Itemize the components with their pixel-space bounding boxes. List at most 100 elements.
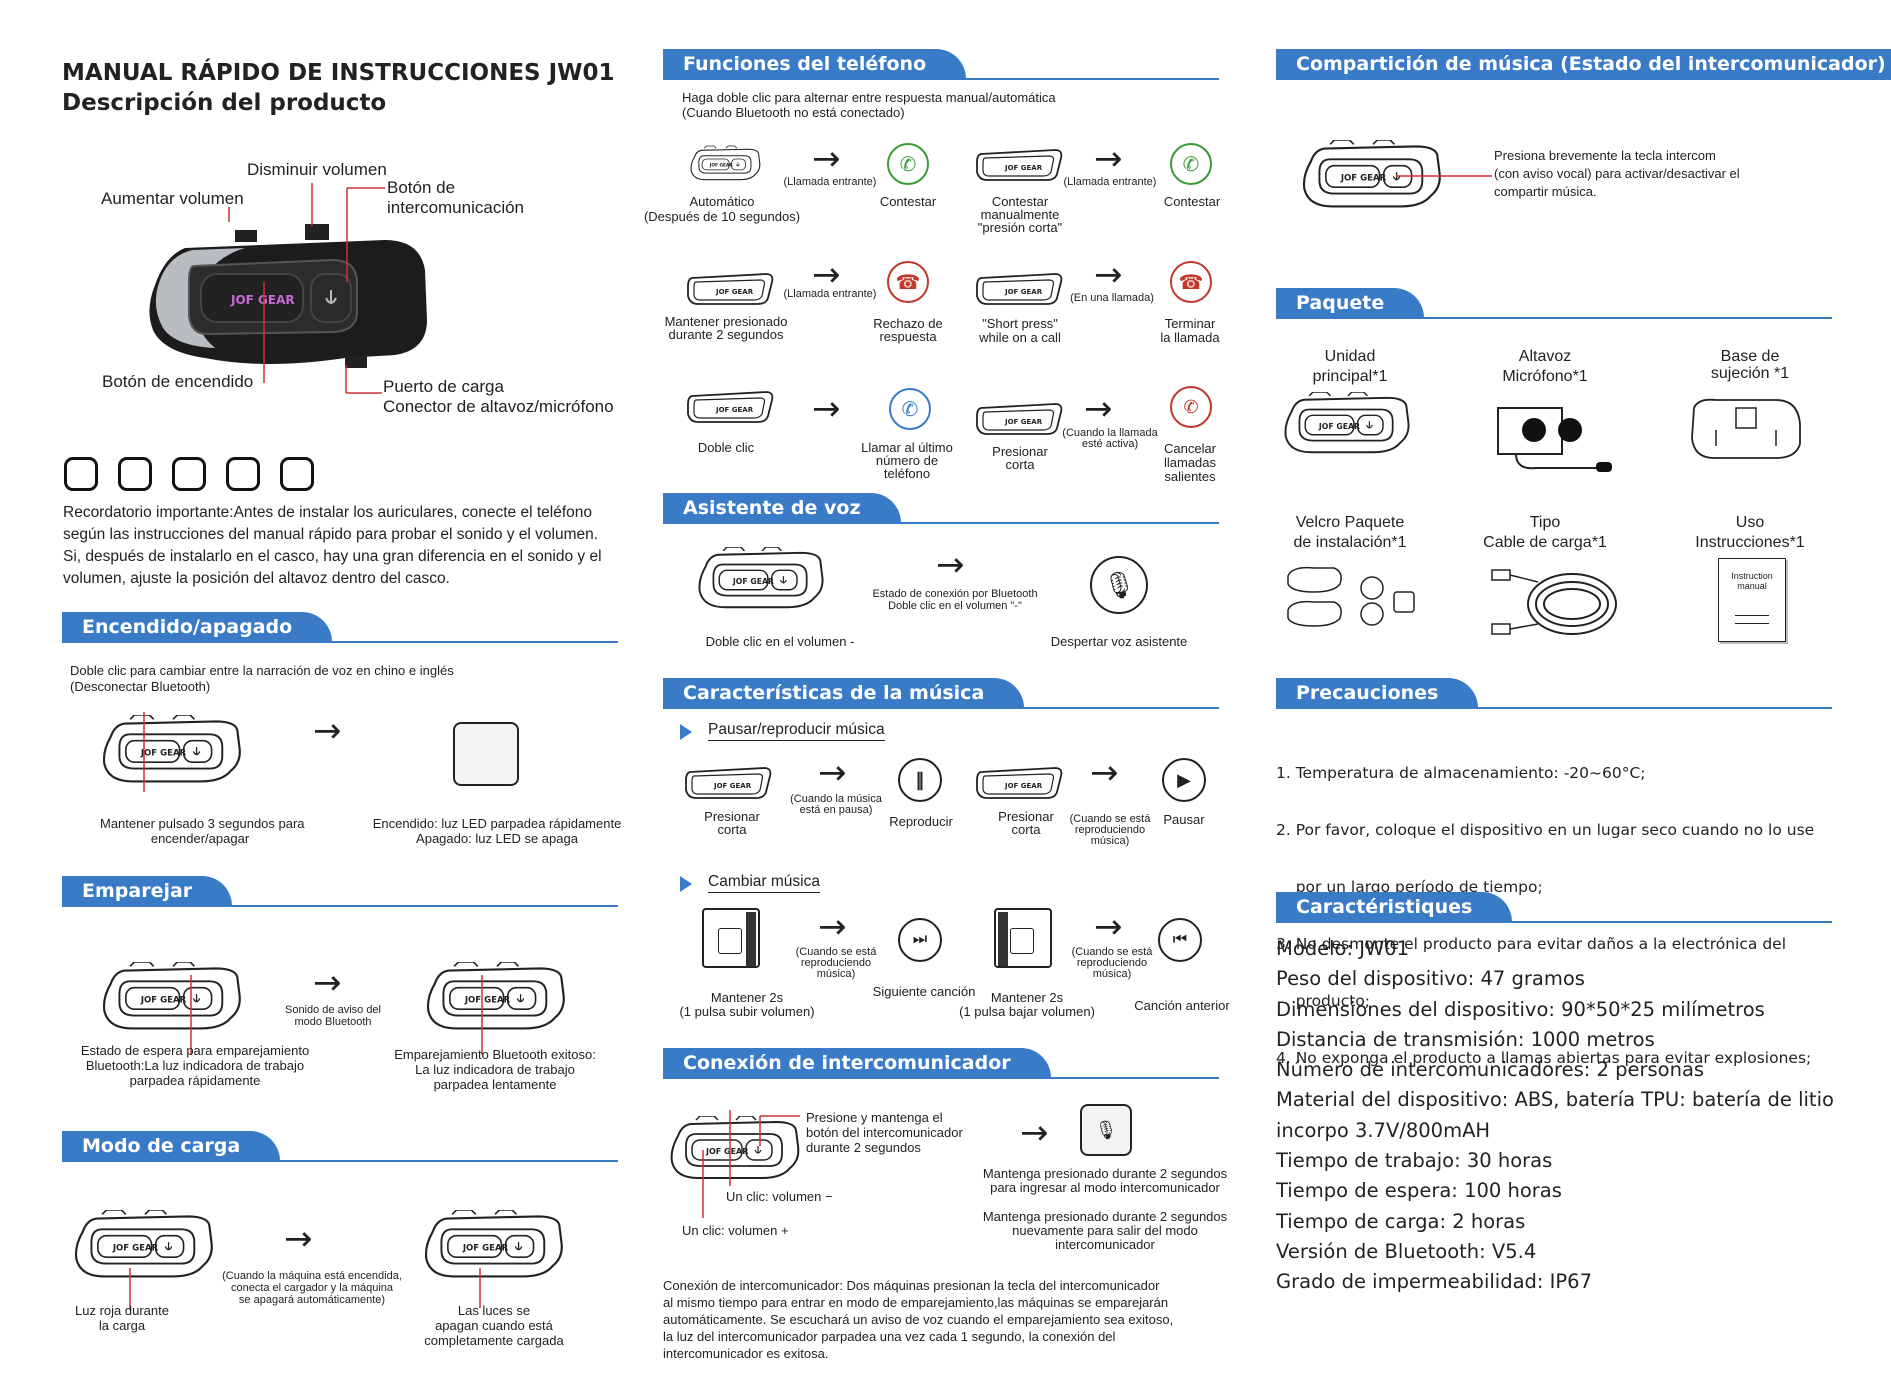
device-icon: [98, 962, 248, 1037]
intercom-section-header: Conexión de intercomunicador: [663, 1048, 1219, 1079]
reminder-line: según las instrucciones del manual rápid…: [63, 526, 599, 543]
spec-item: Número de intercomunicadores: 2 personas: [1276, 1058, 1705, 1082]
arrow-icon: →: [1090, 753, 1119, 793]
reminder-line: volumen, ajuste la posición del altavoz …: [63, 570, 450, 587]
charge-section-header: Modo de carga: [62, 1131, 618, 1162]
charge-cap-2c: completamente cargada: [424, 1333, 564, 1348]
spec-item: Dimensiones del dispositivo: 90*50*25 mi…: [1276, 997, 1765, 1021]
arrow-icon: →: [818, 753, 847, 793]
device-flat-icon: [975, 272, 1065, 306]
reject-call-icon: ☎: [887, 261, 929, 303]
cancel-label-1: Cancelar: [1163, 441, 1217, 456]
charge-mid-3: se apagará automáticamente): [238, 1294, 386, 1306]
intercom-label-1: Botón de: [387, 178, 456, 197]
device-flat-icon: [686, 272, 776, 306]
play-label: Reproducir: [889, 814, 953, 829]
reminder-line: Si, después de instalarlo en el casco, h…: [63, 548, 602, 565]
short-label-2: while on a call: [979, 330, 1061, 345]
device-icon: [70, 1210, 220, 1285]
vol-up-label: Aumentar volumen: [101, 189, 244, 208]
power-cap-1b: encender/apagar: [150, 831, 250, 846]
hold-down-label-2: (1 pulsa bajar volumen): [959, 1004, 1095, 1019]
answer-call-icon: ✆: [1170, 143, 1212, 185]
pair-cap-1a: Estado de espera para emparejamiento: [80, 1043, 310, 1058]
device-icon: [420, 1210, 570, 1285]
voice-mid-2: Doble clic en el volumen "-": [888, 600, 1022, 612]
hold-down-label-1: Mantener 2s: [990, 990, 1064, 1005]
intercom-desc-line: intercomunicador es exitosa.: [663, 1346, 829, 1361]
pair-cap-1b: Bluetooth:La luz indicadora de trabajo: [85, 1058, 305, 1073]
spec-item: Tiempo de trabajo: 30 horas: [1276, 1149, 1553, 1173]
share-line-3: compartir música.: [1494, 184, 1597, 199]
velcro-pack-icon: [1287, 566, 1415, 627]
arrow-icon: →: [1094, 255, 1123, 295]
playing-label-1: (Cuando se está: [1071, 946, 1153, 958]
intercom-exit-3: intercomunicador: [1055, 1237, 1155, 1252]
charge-mid-2: conecta el cargador y la máquina: [230, 1282, 394, 1294]
phone-note-2: (Cuando Bluetooth no está conectado): [682, 105, 905, 120]
precaution-item: por un largo período de tiempo;: [1276, 878, 1543, 896]
hold-label-1: Mantener presionado: [664, 314, 788, 329]
playing-label-1: (Cuando se está: [1069, 813, 1151, 825]
intercom-desc-line: al mismo tiempo para entrar en modo de e…: [663, 1295, 1169, 1310]
speaker-label-2: Micrófono*1: [1502, 368, 1588, 385]
precaution-item: 2. Por favor, coloque el dispositivo en …: [1276, 821, 1815, 839]
bullet-triangle-icon: [680, 876, 692, 892]
intercom-press-3: durante 2 segundos: [806, 1140, 921, 1155]
cancel-label-2: llamadas: [1163, 455, 1217, 470]
spec-item: incorpo 3.7V/800mAH: [1276, 1118, 1491, 1142]
manual-label-1: Contestar: [991, 194, 1049, 209]
pair-cap-2a: Emparejamiento Bluetooth exitoso:: [394, 1047, 596, 1062]
device-flat-icon: [686, 390, 776, 424]
microphone-icon: 🎙: [1090, 556, 1148, 614]
pair-cap-2c: parpadea lentamente: [433, 1077, 557, 1092]
unit-label-1: Unidad: [1324, 348, 1376, 365]
specs-section-header: Caractéristiques: [1276, 892, 1832, 923]
unit-label-2: principal*1: [1312, 368, 1388, 385]
base-label-2: sujeción *1: [1710, 365, 1790, 382]
hold-up-label-1: Mantener 2s: [710, 990, 784, 1005]
incoming-call-label: (Llamada entrante): [1063, 176, 1157, 188]
precaution-item: 1. Temperatura de almacenamiento: -20~60…: [1276, 764, 1646, 782]
playing-label-1: (Cuando se está: [795, 946, 877, 958]
booklet-title-1: Instruction: [1731, 571, 1773, 581]
device-flat-icon: [684, 766, 774, 800]
arrow-icon: →: [818, 907, 847, 947]
device-icon: [666, 1116, 806, 1186]
hold-up-label-2: (1 pulsa subir volumen): [679, 1004, 815, 1019]
charge-label-2: Conector de altavoz/micrófono: [383, 397, 614, 416]
manual-label-1: Uso: [1735, 514, 1765, 531]
arrow-icon: →: [812, 389, 841, 429]
phone-section-header: Funciones del teléfono: [663, 49, 1219, 80]
device-icon: [422, 962, 572, 1037]
cancel-call-icon: ✆: [1170, 386, 1212, 428]
prev-label: Canción anterior: [1134, 998, 1230, 1013]
on-call-label: (En una llamada): [1070, 292, 1154, 304]
arrow-icon: →: [812, 255, 841, 295]
spec-item: Versión de Bluetooth: V5.4: [1276, 1239, 1537, 1263]
redial-label-3: teléfono: [883, 466, 931, 481]
power-cap-2b: Apagado: luz LED se apaga: [416, 831, 578, 846]
playing-label-3: música): [1090, 835, 1130, 847]
intercom-desc-line: la luz del intercomunicador parpadea una…: [663, 1329, 1116, 1344]
vol-up-click-label: Un clic: volumen +: [682, 1223, 789, 1238]
voice-mid-1: Estado de conexión por Bluetooth: [872, 588, 1038, 600]
incoming-call-label: (Llamada entrante): [783, 176, 877, 188]
charge-cap-2b: apagan cuando está: [435, 1318, 553, 1333]
spec-item: Tiempo de espera: 100 horas: [1276, 1179, 1562, 1203]
pause-label: Pausar: [1163, 812, 1205, 827]
speaker-mic-icon: [1497, 407, 1612, 472]
next-label: Siguiente canción: [872, 984, 976, 999]
arrow-icon: →: [1094, 139, 1123, 179]
playing-label-2: reproduciendo: [1076, 957, 1148, 969]
pair-cap-1c: parpadea rápidamente: [129, 1073, 261, 1088]
charge-label-1: Puerto de carga: [383, 377, 504, 396]
instruction-booklet-icon: Instruction manual: [1718, 558, 1786, 642]
charge-cap-2a: Las luces se: [457, 1303, 531, 1318]
spec-item: Material del dispositivo: ABS, batería T…: [1276, 1088, 1834, 1112]
precaution-item: 4. No exponga el producto a llamas abier…: [1276, 1049, 1812, 1067]
playing-label-3: música): [1092, 968, 1132, 980]
hold-label-2: durante 2 segundos: [668, 327, 784, 342]
redial-label-1: Llamar al último: [861, 440, 953, 455]
intercom-desc-line: Conexión de intercomunicador: Dos máquin…: [663, 1278, 1160, 1293]
